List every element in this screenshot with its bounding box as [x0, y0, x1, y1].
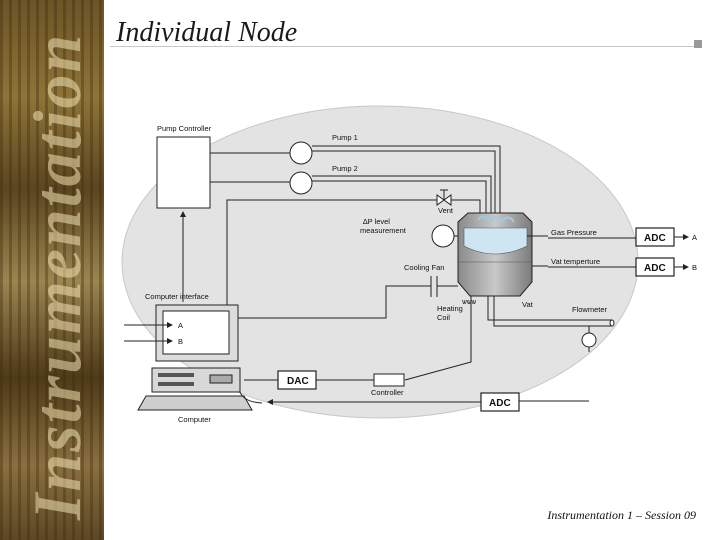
computer-label: Computer: [178, 415, 211, 424]
adc-gas-pressure-label: ADC: [644, 233, 666, 244]
flowmeter-label: Flowmeter: [572, 305, 608, 314]
pump-controller-box: [156, 136, 211, 209]
vent-label: Vent: [438, 206, 454, 215]
output-a-label: A: [692, 233, 697, 242]
pump-2-label: Pump 2: [332, 164, 358, 173]
page-title: Individual Node: [116, 17, 298, 48]
pump-1-icon: [289, 141, 313, 165]
heating-coil-squiggle: ѡѡѡ: [462, 297, 476, 306]
pump-1-label: Pump 1: [332, 133, 358, 142]
dp-level-sensor-icon: [431, 224, 455, 248]
title-square-bullet: [694, 40, 702, 48]
flowmeter-icon: [581, 332, 597, 348]
vat-label: Vat: [522, 300, 534, 309]
adc-flowmeter-label: ADC: [489, 398, 511, 409]
footer-caption: Instrumentation 1 – Session 09: [547, 508, 696, 522]
decorative-side-banner: Instrumentation: [0, 0, 104, 540]
screen-input-a-label: A: [178, 321, 183, 330]
vat-icon: [457, 212, 533, 297]
cooling-fan-label: Cooling Fan: [404, 263, 444, 272]
output-b-label: B: [692, 263, 697, 272]
dp-level-measurement-label: measurement: [360, 226, 407, 235]
pump-2-icon: [289, 171, 313, 195]
pump-controller-label: Pump Controller: [157, 124, 212, 133]
controller-box: [373, 373, 405, 387]
heating-coil-label: Heating: [437, 304, 463, 313]
heating-coil-label-2: Coil: [437, 313, 450, 322]
title-divider: [110, 46, 694, 47]
adc-vat-temperature-label: ADC: [644, 263, 666, 274]
computer-interface-label: Computer interface: [145, 292, 209, 301]
gas-pressure-label: Gas Pressure: [551, 228, 597, 237]
keyboard-icon: [137, 395, 253, 411]
controller-label: Controller: [371, 388, 404, 397]
vat-temperature-label: Vat temperture: [551, 257, 600, 266]
dac-label: DAC: [287, 376, 309, 387]
dp-level-label: ∆P level: [363, 217, 390, 226]
screen-input-b-label: B: [178, 337, 183, 346]
